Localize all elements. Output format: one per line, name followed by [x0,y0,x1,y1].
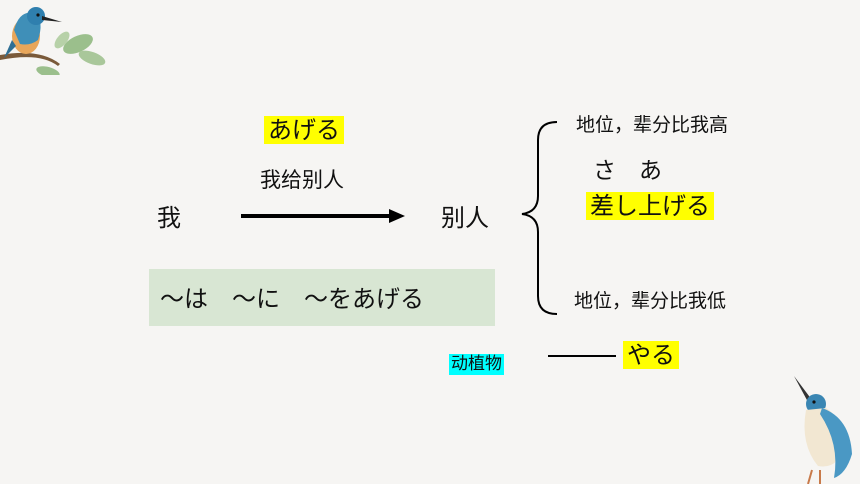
kingfisher-top-left-icon [0,7,106,75]
ageru-label: あげる [264,116,344,144]
arrow-right-icon [241,209,405,223]
furigana-reading: さ あ [593,158,662,184]
gloss-text: 我给别人 [260,168,344,192]
pattern-text: ～は ～に ～をあげる [160,285,424,313]
curly-brace [521,121,558,315]
giver-text: 我 [157,204,181,232]
sashiageru-label: 差し上げる [586,192,714,220]
receiver-text: 别人 [441,204,489,232]
pattern-box [149,269,495,326]
lower-status-text: 地位，辈分比我低 [574,290,727,312]
kingfisher-bottom-right-icon [794,376,852,484]
animals-plants-label: 动植物 [449,354,504,375]
higher-status-text: 地位，辈分比我高 [576,114,729,136]
yaru-label: やる [623,341,679,369]
